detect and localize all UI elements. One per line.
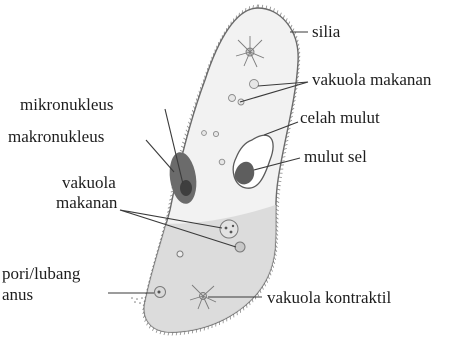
leader-makronukleus (146, 140, 174, 172)
label-vakuola-makanan-left-1: vakuola (62, 173, 116, 193)
label-mikronukleus: mikronukleus (20, 95, 114, 115)
label-vakuola-kontraktil: vakuola kontraktil (267, 288, 391, 308)
expelled-waste-dots (131, 297, 146, 304)
label-silia: silia (312, 22, 340, 42)
label-vakuola-makanan-left-2: makanan (56, 193, 117, 213)
micronucleus (180, 180, 192, 196)
label-celah-mulut: celah mulut (300, 108, 380, 128)
label-pori-lubang-anus-2: anus (2, 285, 33, 305)
label-mulut-sel: mulut sel (304, 147, 367, 167)
label-makronukleus: makronukleus (8, 127, 104, 147)
anal-pore (155, 287, 166, 298)
label-pori-lubang-anus-1: pori/lubang (2, 264, 80, 284)
label-vakuola-makanan-top: vakuola makanan (312, 70, 431, 90)
